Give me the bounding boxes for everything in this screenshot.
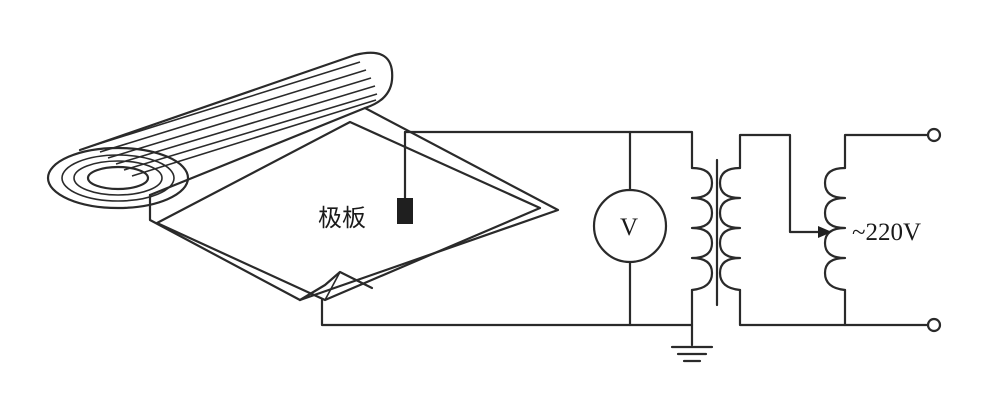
flat-sheet (148, 106, 560, 302)
wiper-lead (738, 133, 830, 234)
roll-stripe (91, 61, 361, 147)
terminal-bottom (926, 317, 942, 333)
roll-stripe (115, 85, 376, 165)
terminal-top (926, 127, 942, 143)
voltmeter-label: V (620, 214, 638, 241)
probe-block (397, 198, 413, 224)
supply-bottom-lead (843, 288, 930, 327)
folded-corner (298, 270, 374, 302)
roll-end-ring (73, 160, 163, 196)
voltmeter: V (592, 188, 668, 264)
supply-top-lead (843, 133, 930, 170)
roll-end-core (86, 165, 150, 191)
transformer (690, 133, 847, 327)
secondary-bottom-lead (738, 288, 847, 327)
autotransformer-coil (823, 166, 847, 292)
wiring (320, 130, 694, 347)
electrode-probe (397, 130, 413, 224)
roll-end-outer (46, 146, 190, 210)
bottom-wire (320, 288, 694, 327)
electrode-plate (155, 120, 542, 302)
top-wire (403, 130, 694, 170)
voltmeter-circle (592, 188, 668, 264)
rolled-sheet (46, 51, 394, 210)
electrode-label: 极板 (318, 204, 366, 232)
ground-icon (670, 345, 714, 363)
transformer-coil-right (718, 166, 742, 292)
roll-stripe (131, 99, 377, 177)
roll-stripe (107, 77, 372, 159)
supply-voltage-label: ~220V (852, 219, 921, 246)
wiper-arrow-icon (818, 226, 832, 238)
transformer-coil-left (690, 166, 714, 292)
roll-stripe (99, 69, 367, 153)
roll-end-ring (61, 154, 175, 202)
autotransformer (818, 133, 930, 327)
roll-body-outline (78, 51, 394, 197)
folded-corner-crease (324, 271, 341, 301)
